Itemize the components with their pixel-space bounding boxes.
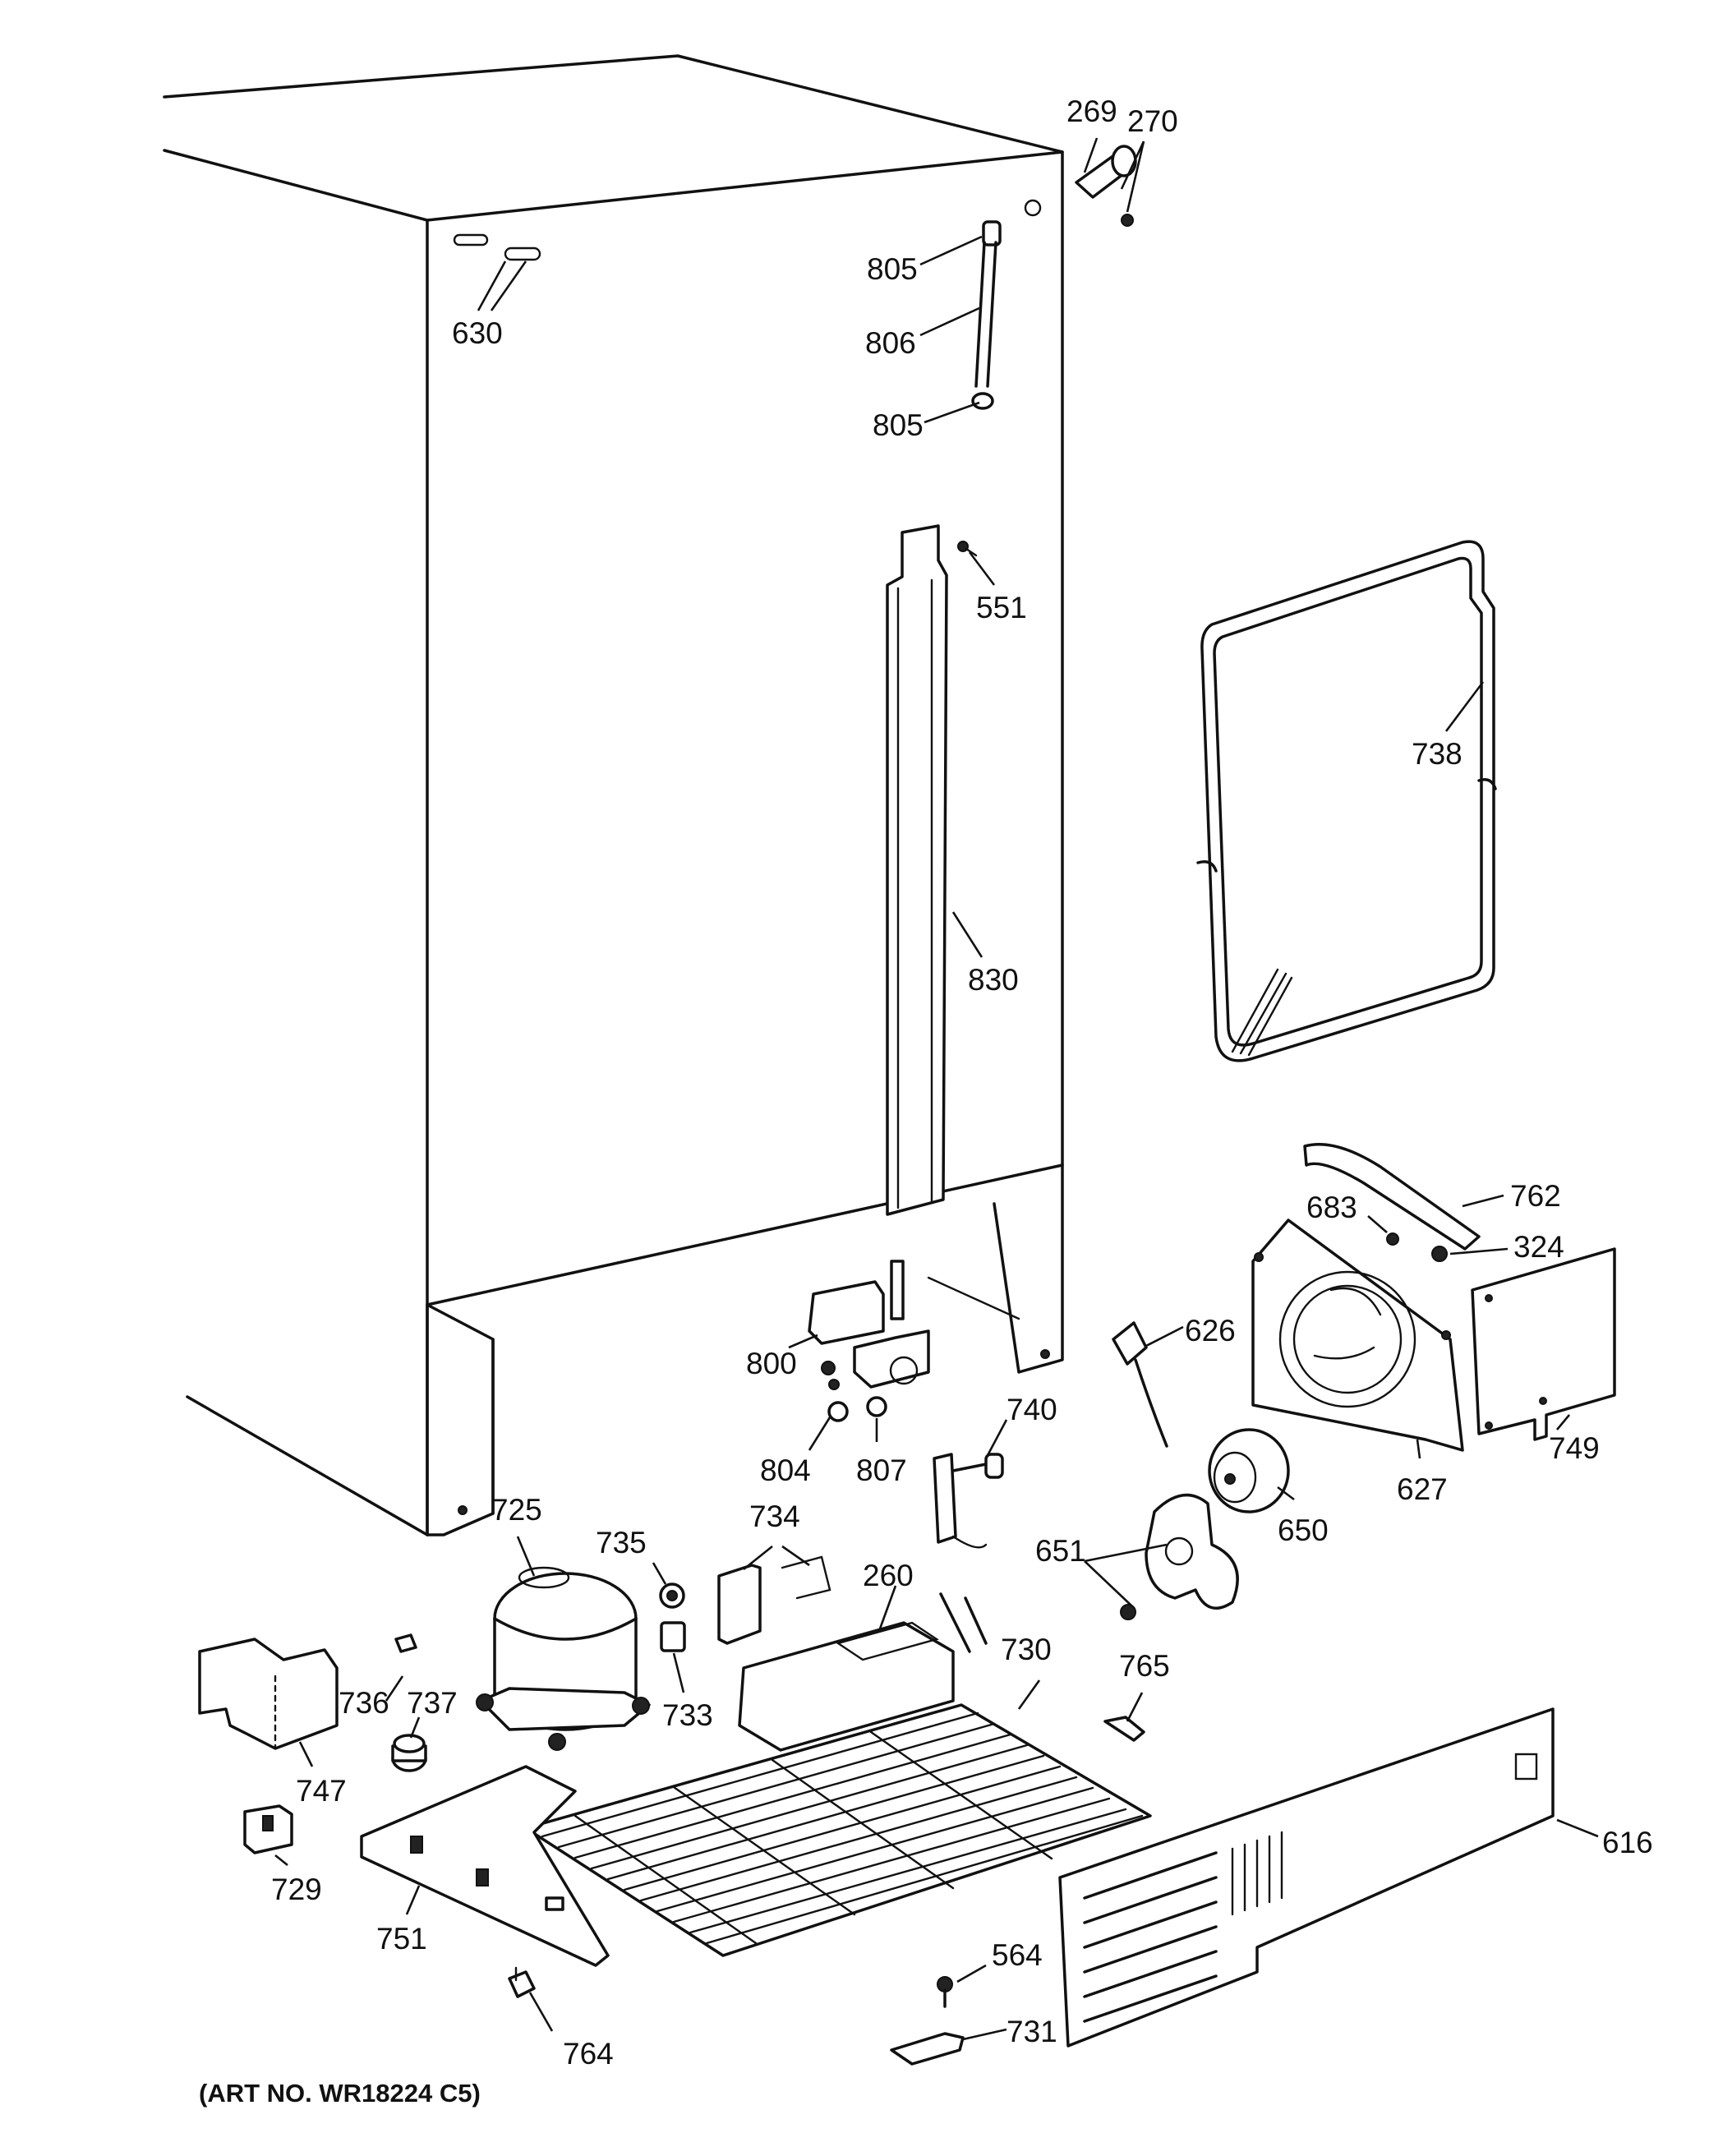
label-551: 551 bbox=[976, 591, 1027, 624]
label-805-bottom: 805 bbox=[873, 408, 924, 442]
label-736: 736 bbox=[339, 1686, 389, 1720]
label-765: 765 bbox=[1119, 1649, 1170, 1683]
clip-764 bbox=[508, 1966, 536, 1998]
fan-blade-651 bbox=[1120, 1493, 1239, 1620]
fan-shroud-627 bbox=[1251, 1219, 1464, 1452]
grommet-735 bbox=[659, 1582, 685, 1609]
label-762: 762 bbox=[1510, 1179, 1561, 1213]
label-747: 747 bbox=[296, 1774, 347, 1808]
condenser-coil-730 bbox=[524, 1592, 1152, 1957]
label-260: 260 bbox=[863, 1559, 914, 1592]
label-270: 270 bbox=[1127, 104, 1178, 138]
part-733 bbox=[660, 1621, 686, 1652]
label-626: 626 bbox=[1185, 1314, 1236, 1348]
label-734: 734 bbox=[749, 1500, 800, 1533]
part-269-270 bbox=[1075, 145, 1137, 227]
label-730: 730 bbox=[1001, 1633, 1052, 1666]
label-616: 616 bbox=[1602, 1826, 1653, 1859]
water-valve-800 bbox=[808, 1260, 930, 1390]
label-807: 807 bbox=[856, 1453, 907, 1487]
label-804: 804 bbox=[760, 1453, 811, 1487]
part-labels: 269 270 805 806 805 630 551 738 830 762 … bbox=[271, 94, 1653, 2071]
grille-616 bbox=[1058, 1707, 1555, 2048]
bracket-736 bbox=[394, 1633, 417, 1653]
label-737: 737 bbox=[407, 1686, 458, 1720]
cover-747 bbox=[198, 1638, 339, 1750]
part-807 bbox=[866, 1396, 887, 1417]
bracket-731 bbox=[890, 2032, 965, 2066]
label-731: 731 bbox=[1007, 2015, 1057, 2048]
screw-564 bbox=[937, 1976, 953, 2008]
label-800: 800 bbox=[746, 1347, 797, 1380]
label-630: 630 bbox=[452, 316, 503, 350]
cover-749 bbox=[1471, 1247, 1616, 1441]
screw-551 bbox=[957, 541, 978, 557]
clip-765 bbox=[1103, 1716, 1145, 1742]
label-751: 751 bbox=[376, 1922, 427, 1956]
label-805-top: 805 bbox=[867, 252, 918, 286]
label-738: 738 bbox=[1412, 737, 1463, 771]
label-749: 749 bbox=[1549, 1431, 1600, 1465]
label-725: 725 bbox=[491, 1493, 542, 1527]
label-683: 683 bbox=[1306, 1191, 1357, 1224]
label-830: 830 bbox=[968, 963, 1019, 997]
art-number: (ART NO. WR18224 C5) bbox=[199, 2079, 481, 2108]
label-740: 740 bbox=[1007, 1393, 1057, 1426]
compressor-725 bbox=[476, 1566, 651, 1751]
label-627: 627 bbox=[1397, 1472, 1448, 1506]
water-tube-assembly bbox=[971, 220, 1002, 410]
screw-324 bbox=[1431, 1246, 1448, 1262]
leader-lines bbox=[274, 137, 1599, 2041]
part-729 bbox=[243, 1804, 293, 1854]
screw-683 bbox=[1386, 1232, 1399, 1246]
cord-626 bbox=[1112, 1321, 1168, 1448]
base-plate-751 bbox=[360, 1765, 610, 1967]
label-650: 650 bbox=[1278, 1513, 1329, 1547]
relay-734 bbox=[717, 1555, 831, 1645]
gasket-762 bbox=[1303, 1143, 1481, 1251]
label-806: 806 bbox=[865, 326, 916, 360]
label-564: 564 bbox=[992, 1938, 1043, 1972]
drain-pan-260 bbox=[738, 1621, 955, 1752]
label-729: 729 bbox=[271, 1873, 322, 1906]
heater-loop-738 bbox=[1196, 540, 1497, 1062]
label-324: 324 bbox=[1513, 1230, 1564, 1264]
label-651: 651 bbox=[1035, 1534, 1086, 1568]
label-764: 764 bbox=[563, 2037, 614, 2071]
part-804 bbox=[827, 1401, 849, 1422]
label-269: 269 bbox=[1066, 94, 1117, 128]
label-735: 735 bbox=[596, 1526, 647, 1559]
grommet-737 bbox=[391, 1734, 427, 1772]
fill-tube-830 bbox=[886, 524, 948, 1216]
fan-motor-650 bbox=[1208, 1428, 1290, 1513]
dryer-740 bbox=[933, 1453, 1004, 1549]
label-733: 733 bbox=[662, 1698, 713, 1732]
